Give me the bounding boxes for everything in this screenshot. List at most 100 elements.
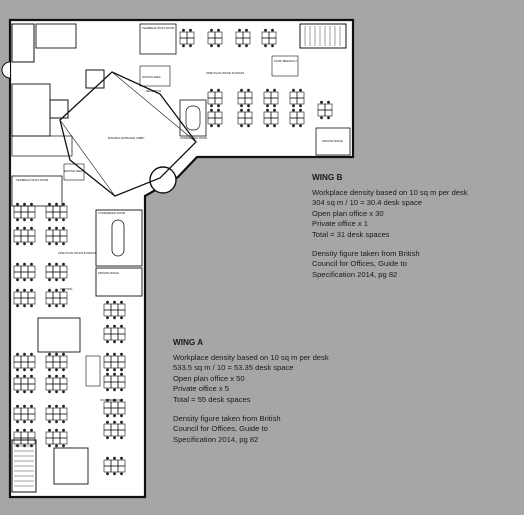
desk <box>27 413 36 421</box>
desk <box>270 117 279 125</box>
desk-chair <box>62 352 65 356</box>
desk-chair <box>210 104 213 108</box>
desk-chair <box>55 374 58 378</box>
desk-chair <box>106 368 109 372</box>
desk-chair <box>182 44 185 48</box>
desk-chair <box>120 352 123 356</box>
desk <box>117 465 126 473</box>
desk-chair <box>320 100 323 104</box>
wing-a-source: Council for Offices, Guide to <box>173 424 268 434</box>
private-office-a <box>37 317 81 353</box>
desk-chair <box>120 340 123 344</box>
conference-table <box>185 105 201 131</box>
desk <box>214 97 223 105</box>
stair-core-a <box>11 439 37 493</box>
desk-chair <box>23 218 26 222</box>
desk-chair <box>55 288 58 292</box>
desk-chair <box>120 436 123 440</box>
desk <box>27 235 36 243</box>
desk <box>59 297 68 305</box>
desk-chair <box>271 44 274 48</box>
corner-stair-tower <box>149 166 177 194</box>
desk-chair <box>48 262 51 266</box>
desk-chair <box>113 388 116 392</box>
desk-chair <box>55 420 58 424</box>
desk-chair <box>55 404 58 408</box>
desk-chair <box>299 104 302 108</box>
desk <box>59 361 68 369</box>
desk-chair <box>16 202 19 206</box>
desk-chair <box>30 278 33 282</box>
desk-chair <box>30 288 33 292</box>
stair-core-b <box>299 23 347 49</box>
desk <box>244 97 253 105</box>
desk <box>117 309 126 317</box>
desk <box>117 361 126 369</box>
wing-a-line: 533.5 sq m / 10 = 53.35 desk space <box>173 363 294 373</box>
desk <box>59 383 68 391</box>
desk-chair <box>120 388 123 392</box>
desk-chair <box>217 88 220 92</box>
desk-chair <box>23 368 26 372</box>
desk-chair <box>23 404 26 408</box>
desk-chair <box>299 88 302 92</box>
desk-chair <box>16 390 19 394</box>
desk-chair <box>120 420 123 424</box>
desk-chair <box>55 444 58 448</box>
lobby-inner-wall <box>111 71 197 143</box>
desk <box>268 37 277 45</box>
wing-b-line: Workplace density based on 10 sq m per d… <box>312 187 468 197</box>
label-waiting-a: WAITING AREA <box>64 169 83 173</box>
desk-chair <box>271 28 274 32</box>
desk-chair <box>48 420 51 424</box>
desk-chair <box>16 262 19 266</box>
desk-chair <box>30 226 33 230</box>
desk <box>270 97 279 105</box>
desk <box>27 297 36 305</box>
desk-chair <box>266 104 269 108</box>
desk-chair <box>62 262 65 266</box>
wing-a-line: Workplace density based on 10 sq m per d… <box>173 352 329 362</box>
desk <box>214 117 223 125</box>
desk-chair <box>120 414 123 418</box>
desk-chair <box>240 104 243 108</box>
desk-chair <box>16 404 19 408</box>
desk-chair <box>120 472 123 476</box>
desk-chair <box>320 116 323 120</box>
desk-chair <box>266 88 269 92</box>
desk-chair <box>48 242 51 246</box>
desk-chair <box>30 242 33 246</box>
staff-breakout-b <box>271 55 299 77</box>
desk-chair <box>23 288 26 292</box>
desk <box>324 109 333 117</box>
desk-chair <box>16 226 19 230</box>
desk-chair <box>106 456 109 460</box>
desk-chair <box>120 316 123 320</box>
waiting-area-b <box>139 65 171 87</box>
desk-chair <box>113 368 116 372</box>
desk-chair <box>62 428 65 432</box>
wing-b-source: Density figure taken from British <box>312 248 420 258</box>
desk-chair <box>55 390 58 394</box>
desk-chair <box>23 242 26 246</box>
desk-chair <box>30 262 33 266</box>
stair-treads <box>304 26 341 46</box>
desk-chair <box>48 218 51 222</box>
desk-chair <box>266 108 269 112</box>
wing-b-line: Open plan office x 30 <box>312 208 384 218</box>
desk-chair <box>106 340 109 344</box>
desk-chair <box>23 226 26 230</box>
desk-chair <box>55 304 58 308</box>
desk-chair <box>55 262 58 266</box>
label-open-plan-a: OPEN PLAN OFFICE 50 DESKS <box>58 251 96 255</box>
desk-chair <box>30 218 33 222</box>
conference-room-a <box>95 209 143 267</box>
desk-chair <box>327 100 330 104</box>
desk-chair <box>30 428 33 432</box>
desk-chair <box>113 300 116 304</box>
desk-chair <box>106 414 109 418</box>
label-private-a: PRIVATE OFFICE <box>98 271 119 275</box>
desk-chair <box>62 218 65 222</box>
